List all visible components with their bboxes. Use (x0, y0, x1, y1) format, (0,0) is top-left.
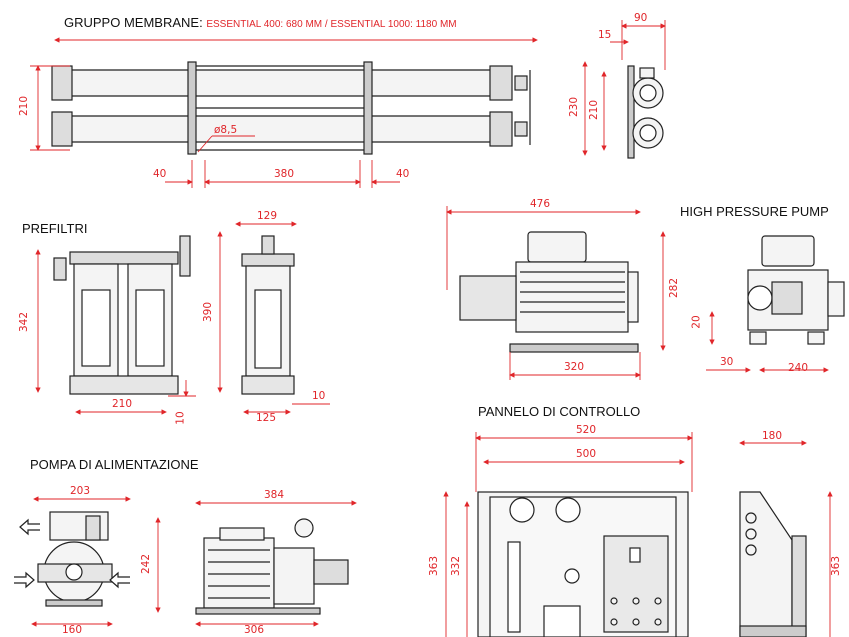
dim-panel-outer: 520 (576, 424, 597, 436)
dim-panel-height: 363 (428, 555, 441, 577)
dim-prefilter-side-top: 129 (257, 210, 278, 222)
feed-pump-dimension-lines (31, 496, 161, 627)
hp-pump-dimension-lines (446, 206, 666, 380)
prefilter-front-view (53, 235, 191, 395)
membrane-front-view (51, 61, 531, 155)
dim-feed-pump-height: 242 (140, 553, 153, 575)
control-panel-front-view (477, 491, 689, 637)
dim-membrane-side-inner: 210 (588, 99, 601, 121)
dim-feed-pump-base: 160 (62, 624, 83, 636)
membrane-title: GRUPPO MEMBRANE: ESSENTIAL 400: 680 MM /… (64, 15, 457, 30)
dim-membrane-left: 40 (153, 168, 167, 180)
dim-feed-pump-width: 203 (70, 485, 91, 497)
dim-hp-pump-side-foot: 20 (690, 315, 703, 329)
membrane-dimension-lines (30, 37, 538, 188)
hp-pump-side-dimension-lines (706, 311, 829, 373)
dim-hp-pump-side-offset: 30 (720, 356, 734, 368)
dim-hp-pump-base: 320 (564, 361, 585, 373)
dim-panel-side-height: 363 (830, 555, 843, 577)
hp-pump-front-view (459, 231, 639, 353)
dim-membrane-right: 40 (396, 168, 410, 180)
dim-hp-pump-side-base: 240 (788, 362, 809, 374)
dim-hp-pump-length: 476 (530, 198, 551, 210)
dim-membrane-hole: ø8,5 (214, 124, 238, 136)
membrane-side-dimension-lines (582, 20, 666, 156)
dim-prefilter-foot: 10 (174, 411, 187, 425)
dim-membrane-side-top: 90 (634, 12, 648, 24)
dim-panel-side-depth: 180 (762, 430, 783, 442)
hp-pump-title: HIGH PRESSURE PUMP (680, 204, 829, 219)
dim-membrane-side-offset: 15 (598, 29, 612, 41)
control-panel-side-dimension-lines (739, 440, 833, 637)
dim-panel-inner: 500 (576, 448, 597, 460)
prefilter-title: PREFILTRI (22, 221, 88, 236)
dim-panel-inner-height: 332 (450, 555, 463, 577)
prefilter-side-dimension-lines (217, 221, 330, 415)
dim-membrane-side-outer: 230 (568, 96, 581, 118)
membrane-title-text: GRUPPO MEMBRANE: (64, 15, 203, 30)
dim-feed-pump-side-length: 384 (264, 489, 285, 501)
dim-prefilter-side-height: 390 (202, 301, 215, 323)
dim-prefilter-side-bottom: 125 (256, 412, 277, 424)
prefilter-side-view (241, 235, 295, 395)
feed-pump-title: POMPA DI ALIMENTAZIONE (30, 457, 199, 472)
membrane-note: ESSENTIAL 400: 680 MM / ESSENTIAL 1000: … (206, 19, 457, 30)
dim-prefilter-width: 210 (112, 398, 133, 410)
control-panel-title: PANNELO DI CONTROLLO (478, 404, 641, 419)
dim-prefilter-height: 342 (18, 311, 31, 333)
prefilter-dimension-lines (35, 249, 196, 415)
feed-pump-side-view (195, 518, 349, 615)
dim-hp-pump-height: 282 (668, 277, 681, 299)
hp-pump-side-view (747, 235, 845, 345)
dim-prefilter-side-offset: 10 (312, 390, 326, 402)
feed-pump-front-view (14, 511, 130, 607)
control-panel-dimension-lines (443, 432, 693, 637)
feed-pump-side-dimension-lines (195, 500, 357, 627)
dim-membrane-height: 210 (18, 95, 31, 117)
dim-membrane-middle: 380 (274, 168, 295, 180)
membrane-side-view (627, 65, 664, 159)
control-panel-side-view (739, 491, 807, 637)
dim-feed-pump-side-base: 306 (244, 624, 265, 636)
